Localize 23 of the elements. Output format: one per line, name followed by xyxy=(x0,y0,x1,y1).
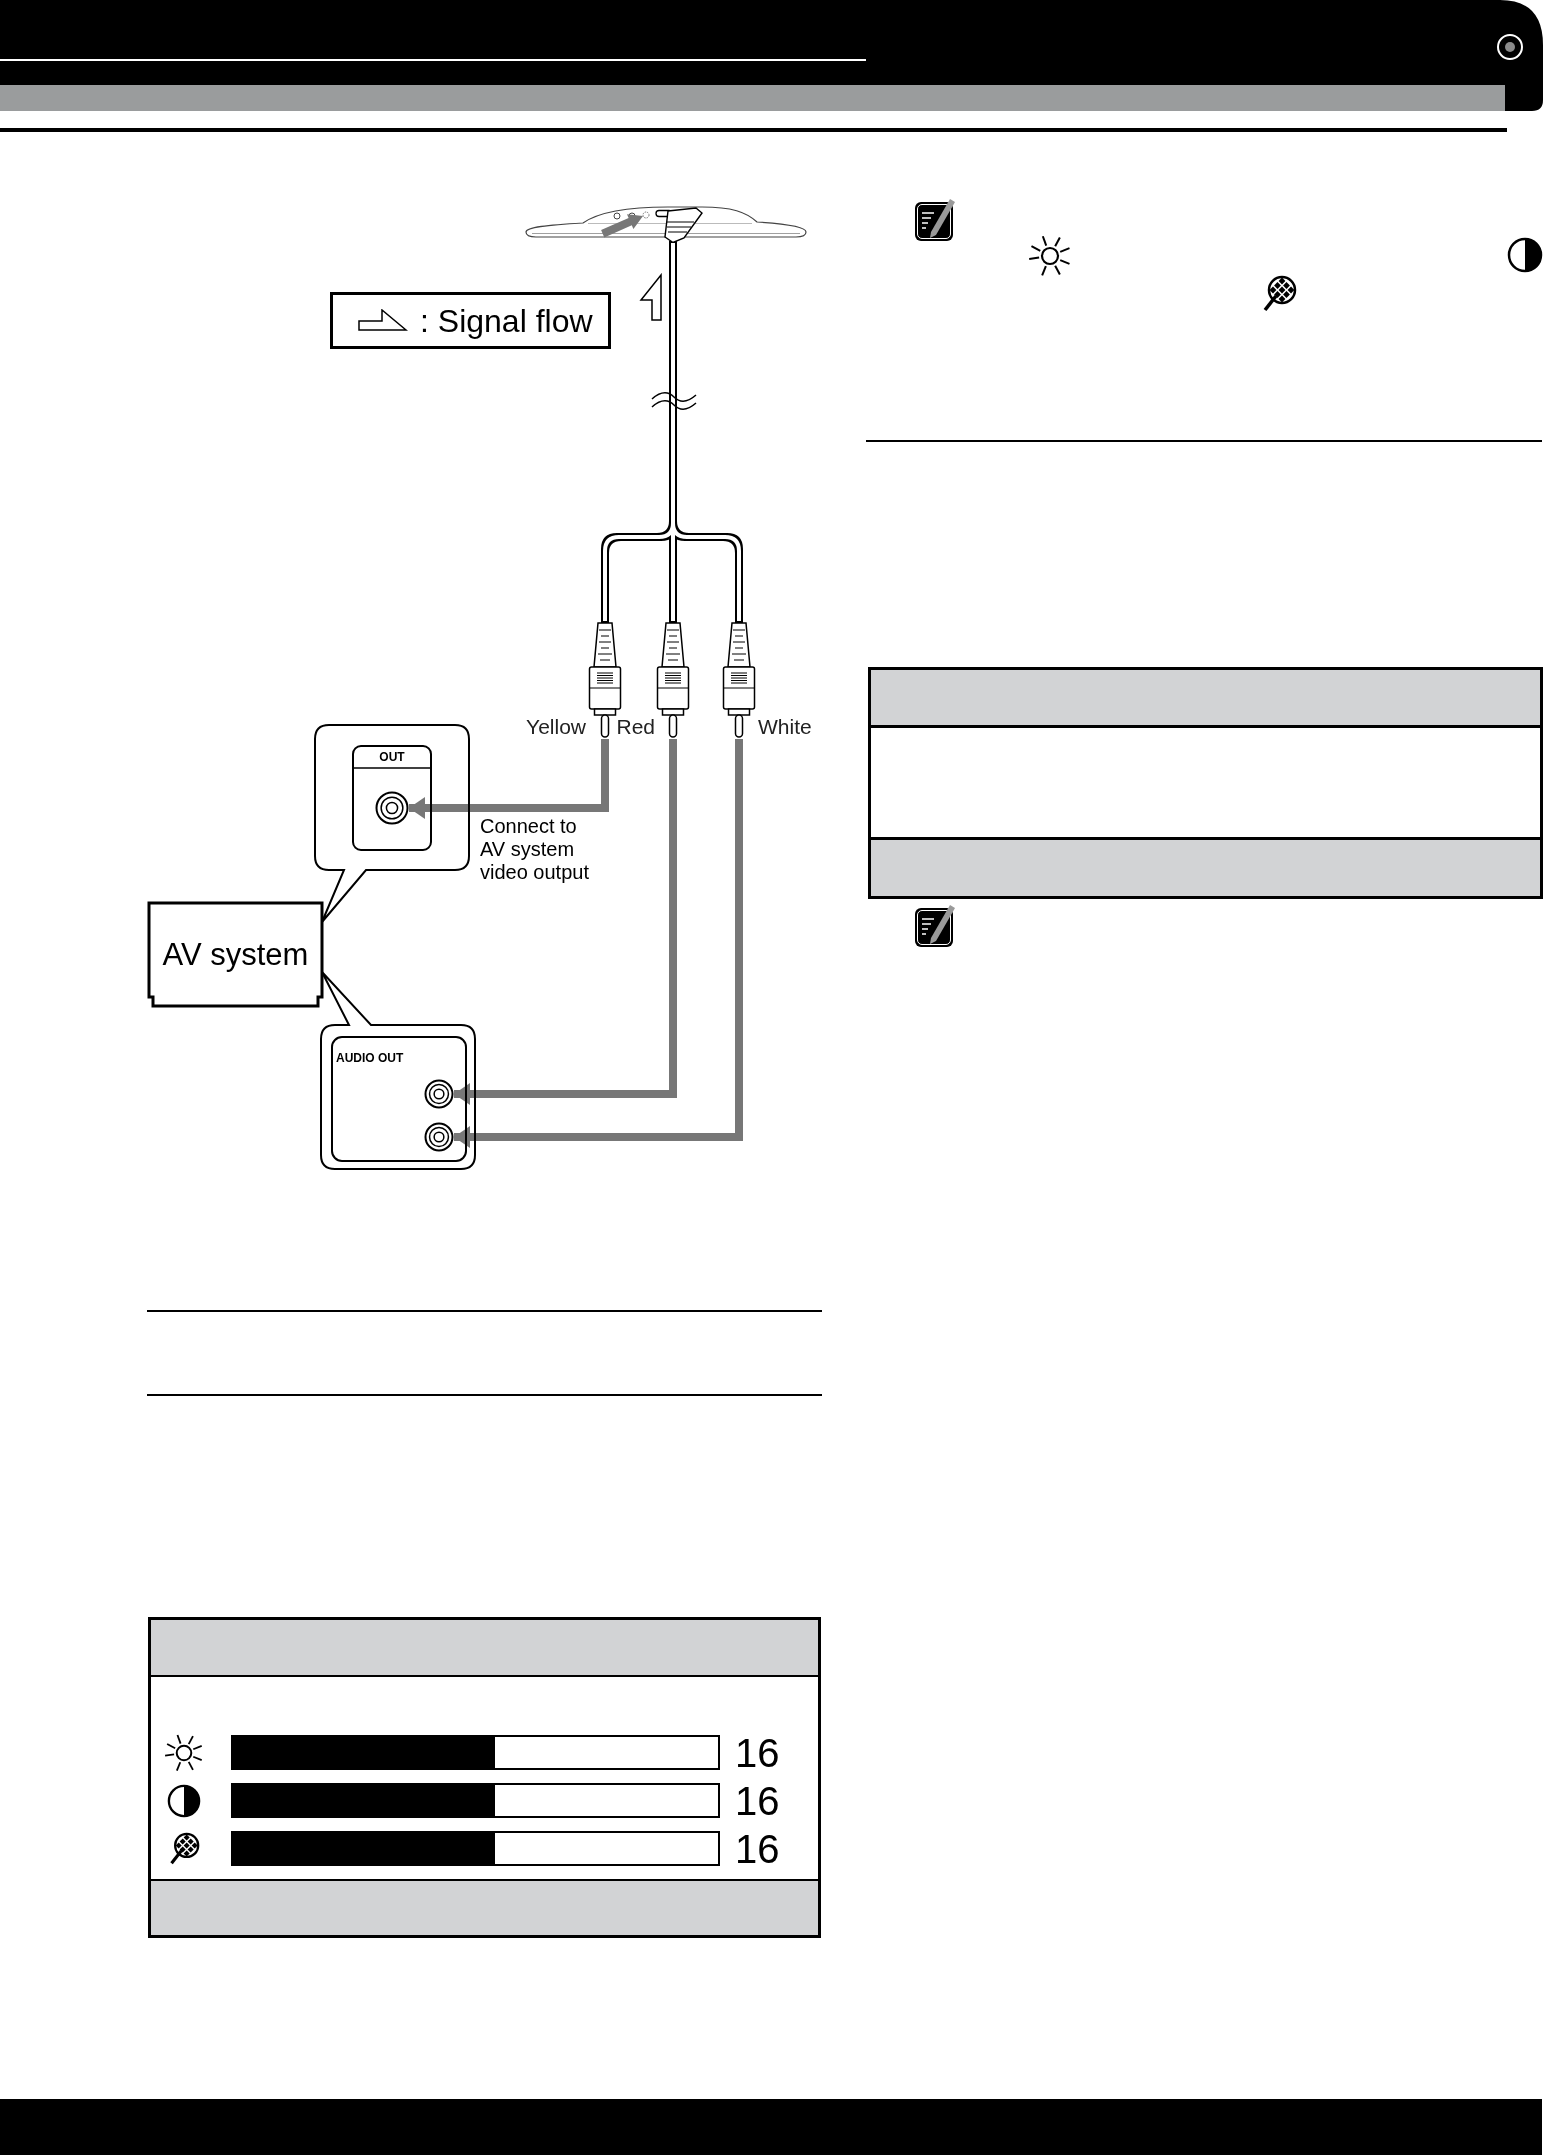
panel-label: AUDIO OUT xyxy=(336,1052,404,1064)
level-value: 16 xyxy=(735,1828,780,1869)
socket-icon xyxy=(424,1079,454,1109)
socket-icon xyxy=(424,1122,454,1152)
jack-panel xyxy=(352,745,432,851)
level-value: 16 xyxy=(735,1780,780,1821)
plug-label: Yellow xyxy=(526,716,586,737)
rca-plug xyxy=(722,621,756,739)
level-value: 16 xyxy=(735,1732,780,1773)
empty-table xyxy=(868,667,1543,899)
callout-bubble xyxy=(319,969,477,1172)
system-box xyxy=(147,901,324,1008)
legend-label: : Signal flow xyxy=(420,304,593,337)
socket-icon xyxy=(375,791,409,825)
jack-panel xyxy=(331,1036,467,1162)
note-text: Connect to AV system video output xyxy=(480,815,590,884)
system-label: AV system xyxy=(162,939,309,970)
rca-plug xyxy=(656,621,690,739)
plug-label: White xyxy=(758,716,812,737)
callout-bubble xyxy=(313,723,471,924)
cable-line xyxy=(671,243,741,621)
plug-label: Red xyxy=(616,716,655,737)
panel-label: OUT xyxy=(379,751,405,763)
